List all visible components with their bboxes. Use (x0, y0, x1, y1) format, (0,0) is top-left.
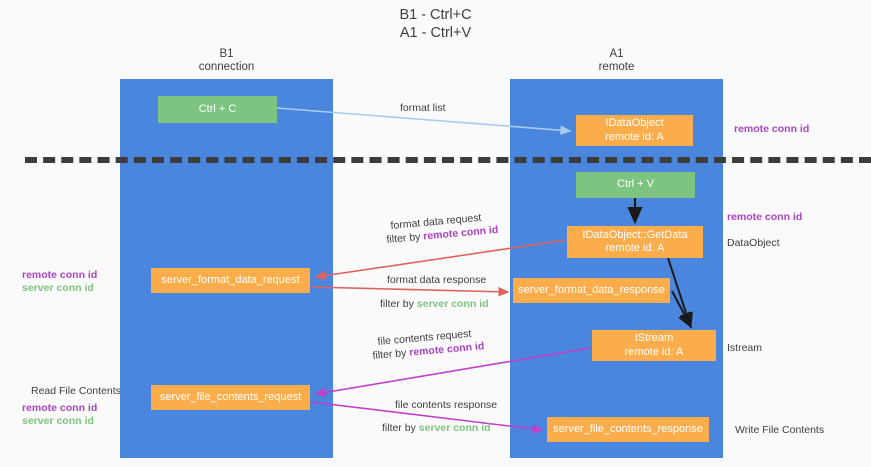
edge-label-file-contents-response: file contents response (395, 399, 498, 411)
annotation-remote-conn-id-top: remote conn id (734, 123, 810, 135)
column-header-b1: B1 connection (198, 48, 255, 73)
node-server-file-contents-request[interactable]: server_file_contents_request (151, 385, 310, 410)
edge-label-format-data-response-filter: filter by server conn id (380, 297, 489, 311)
edge-label-format-list: format list (400, 102, 446, 114)
edge-label-file-contents-response-filter: filter by server conn id (382, 421, 491, 435)
node-istream[interactable]: IStream remote id: A (592, 330, 716, 361)
annotation-server-conn-id: server conn id (22, 415, 94, 427)
annotation-dataobject: DataObject (727, 237, 780, 249)
filter-prefix: filter by (380, 298, 417, 310)
annotation-left-conn-ids-1: remote conn id server conn id (22, 269, 97, 295)
diagram-title: B1 - Ctrl+C A1 - Ctrl+V (399, 7, 472, 41)
column-header-a1: A1 remote (598, 48, 635, 73)
annotation-remote-conn-id: remote conn id (22, 269, 98, 281)
filter-key-server-conn-id: server conn id (418, 422, 491, 434)
annotation-write-file-contents: Write File Contents (735, 424, 825, 436)
filter-prefix: filter by (382, 422, 419, 434)
annotation-remote-conn-id: remote conn id (22, 402, 98, 414)
annotation-read-file-contents: Read File Contents (31, 385, 121, 397)
annotation-left-conn-ids-2: remote conn id server conn id (22, 402, 97, 428)
node-idataobject[interactable]: IDataObject remote id: A (576, 115, 693, 146)
filter-prefix: filter by (372, 346, 410, 362)
node-server-format-data-request[interactable]: server_format_data_request (151, 268, 310, 293)
node-server-file-contents-response[interactable]: server_file_contents_response (547, 417, 709, 442)
filter-prefix: filter by (386, 230, 424, 246)
node-ctrl-c[interactable]: Ctrl + C (158, 96, 277, 123)
annotation-istream: Istream (727, 342, 763, 354)
node-ctrl-v[interactable]: Ctrl + V (576, 172, 695, 198)
annotation-remote-conn-id-mid: remote conn id (727, 211, 803, 223)
node-idataobject-getdata[interactable]: IDataObject::GetData remote id: A (567, 226, 703, 258)
edge-label-format-data-response: format data response (387, 274, 487, 286)
filter-key-server-conn-id: server conn id (416, 298, 489, 310)
node-server-format-data-response[interactable]: server_format_data_response (513, 278, 670, 303)
annotation-server-conn-id: server conn id (22, 282, 94, 294)
protocol-boundary-divider (25, 157, 871, 163)
